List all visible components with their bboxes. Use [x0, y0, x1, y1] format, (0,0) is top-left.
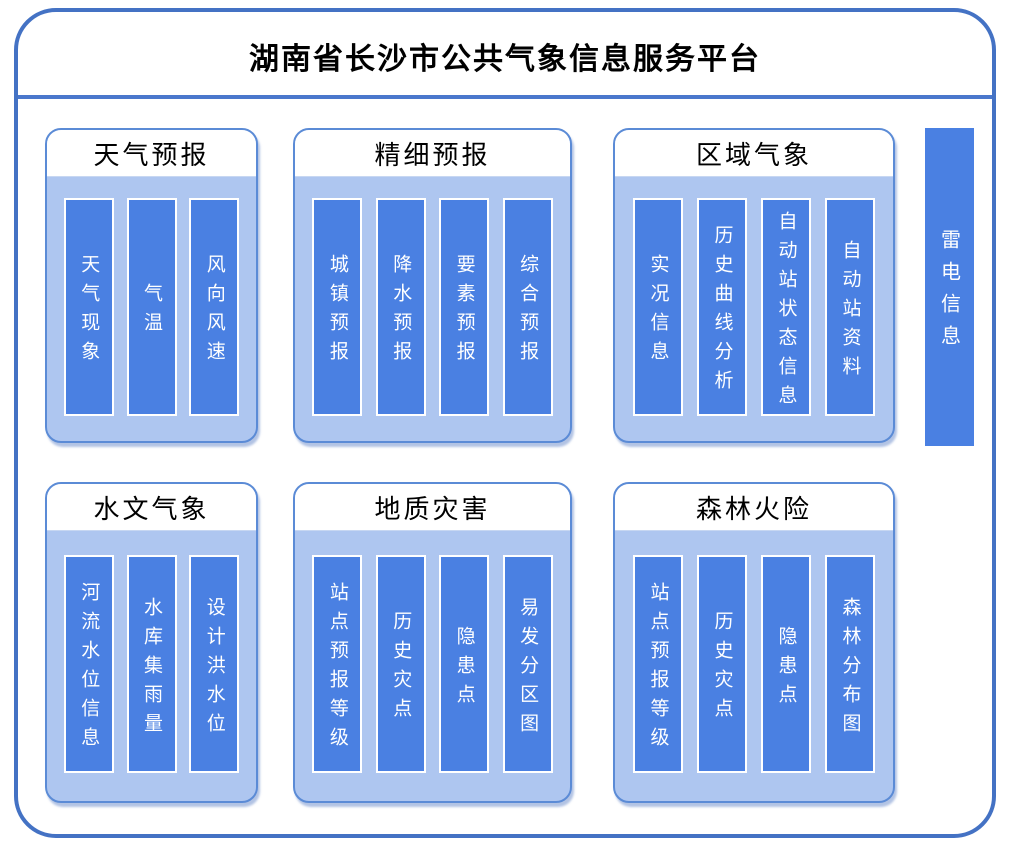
- group-body: 城镇预报 降水预报 要素预报 综合预报: [295, 177, 570, 441]
- group-body: 站点预报等级 历史灾点 隐患点 易发分区图: [295, 531, 570, 801]
- pillar-label: 降水预报: [390, 254, 413, 370]
- pillar: 城镇预报: [312, 198, 363, 416]
- group-body: 天气现象 气温 风向风速: [47, 177, 256, 441]
- pillar-label: 要素预报: [453, 254, 476, 370]
- pillar: 水库集雨量: [126, 555, 177, 773]
- group-forest-fire-risk: 森林火险 站点预报等级 历史灾点 隐患点 森林分布图: [613, 482, 895, 803]
- pillar: 站点预报等级: [633, 555, 683, 773]
- group-body: 实况信息 历史曲线分析 自动站状态信息 自动站资料: [615, 177, 893, 441]
- pillar: 要素预报: [439, 198, 490, 416]
- pillar: 天气现象: [63, 198, 114, 416]
- pillar: 隐患点: [761, 555, 811, 773]
- pillar: 历史灾点: [375, 555, 426, 773]
- pillar-label: 实况信息: [647, 254, 670, 370]
- pillar: 历史灾点: [697, 555, 747, 773]
- pillar: 自动站状态信息: [761, 198, 811, 416]
- group-geological-disaster: 地质灾害 站点预报等级 历史灾点 隐患点 易发分区图: [293, 482, 572, 803]
- group-regional-meteorology: 区域气象 实况信息 历史曲线分析 自动站状态信息 自动站资料: [613, 128, 895, 443]
- pillar: 站点预报等级: [312, 555, 363, 773]
- pillar: 设计洪水位: [189, 555, 240, 773]
- group-title: 区域气象: [615, 130, 893, 177]
- pillar: 历史曲线分析: [697, 198, 747, 416]
- lightning-info-label: 雷电信息: [937, 229, 962, 357]
- pillar-label: 风向风速: [203, 254, 226, 370]
- group-title: 森林火险: [615, 484, 893, 531]
- pillar: 风向风速: [189, 198, 240, 416]
- pillar: 降水预报: [375, 198, 426, 416]
- pillar-label: 站点预报等级: [326, 582, 349, 756]
- pillar: 河流水位信息: [63, 555, 114, 773]
- pillar-label: 历史灾点: [390, 611, 413, 727]
- pillar: 气温: [126, 198, 177, 416]
- pillar-label: 站点预报等级: [647, 582, 670, 756]
- header-divider: [18, 95, 992, 99]
- pillar-label: 自动站状态信息: [775, 210, 798, 414]
- pillar-label: 历史灾点: [711, 611, 734, 727]
- group-title: 水文气象: [47, 484, 256, 531]
- pillar-label: 易发分区图: [517, 596, 540, 742]
- pillar-label: 隐患点: [453, 625, 476, 713]
- pillar: 实况信息: [633, 198, 683, 416]
- pillar: 自动站资料: [825, 198, 875, 416]
- pillar-label: 城镇预报: [326, 254, 349, 370]
- group-fine-forecast: 精细预报 城镇预报 降水预报 要素预报 综合预报: [293, 128, 572, 443]
- pillar-label: 综合预报: [517, 254, 540, 370]
- group-body: 站点预报等级 历史灾点 隐患点 森林分布图: [615, 531, 893, 801]
- pillar-label: 自动站资料: [839, 239, 862, 385]
- pillar-label: 气温: [141, 283, 163, 341]
- pillar-label: 水库集雨量: [141, 596, 163, 742]
- pillar: 易发分区图: [502, 555, 553, 773]
- group-body: 河流水位信息 水库集雨量 设计洪水位: [47, 531, 256, 801]
- group-title: 精细预报: [295, 130, 570, 177]
- group-title: 天气预报: [47, 130, 256, 177]
- pillar-label: 设计洪水位: [203, 596, 226, 742]
- lightning-info-bar: 雷电信息: [925, 128, 974, 446]
- pillar-label: 河流水位信息: [78, 582, 101, 756]
- pillar-label: 天气现象: [78, 254, 101, 370]
- group-weather-forecast: 天气预报 天气现象 气温 风向风速: [45, 128, 258, 443]
- group-hydrological-meteorology: 水文气象 河流水位信息 水库集雨量 设计洪水位: [45, 482, 258, 803]
- platform-frame: 湖南省长沙市公共气象信息服务平台: [14, 8, 996, 838]
- pillar: 森林分布图: [825, 555, 875, 773]
- pillar: 隐患点: [439, 555, 490, 773]
- pillar: 综合预报: [502, 198, 553, 416]
- page-title: 湖南省长沙市公共气象信息服务平台: [249, 42, 761, 77]
- pillar-label: 隐患点: [775, 625, 798, 713]
- pillar-label: 森林分布图: [839, 596, 862, 742]
- group-title: 地质灾害: [295, 484, 570, 531]
- pillar-label: 历史曲线分析: [711, 225, 734, 399]
